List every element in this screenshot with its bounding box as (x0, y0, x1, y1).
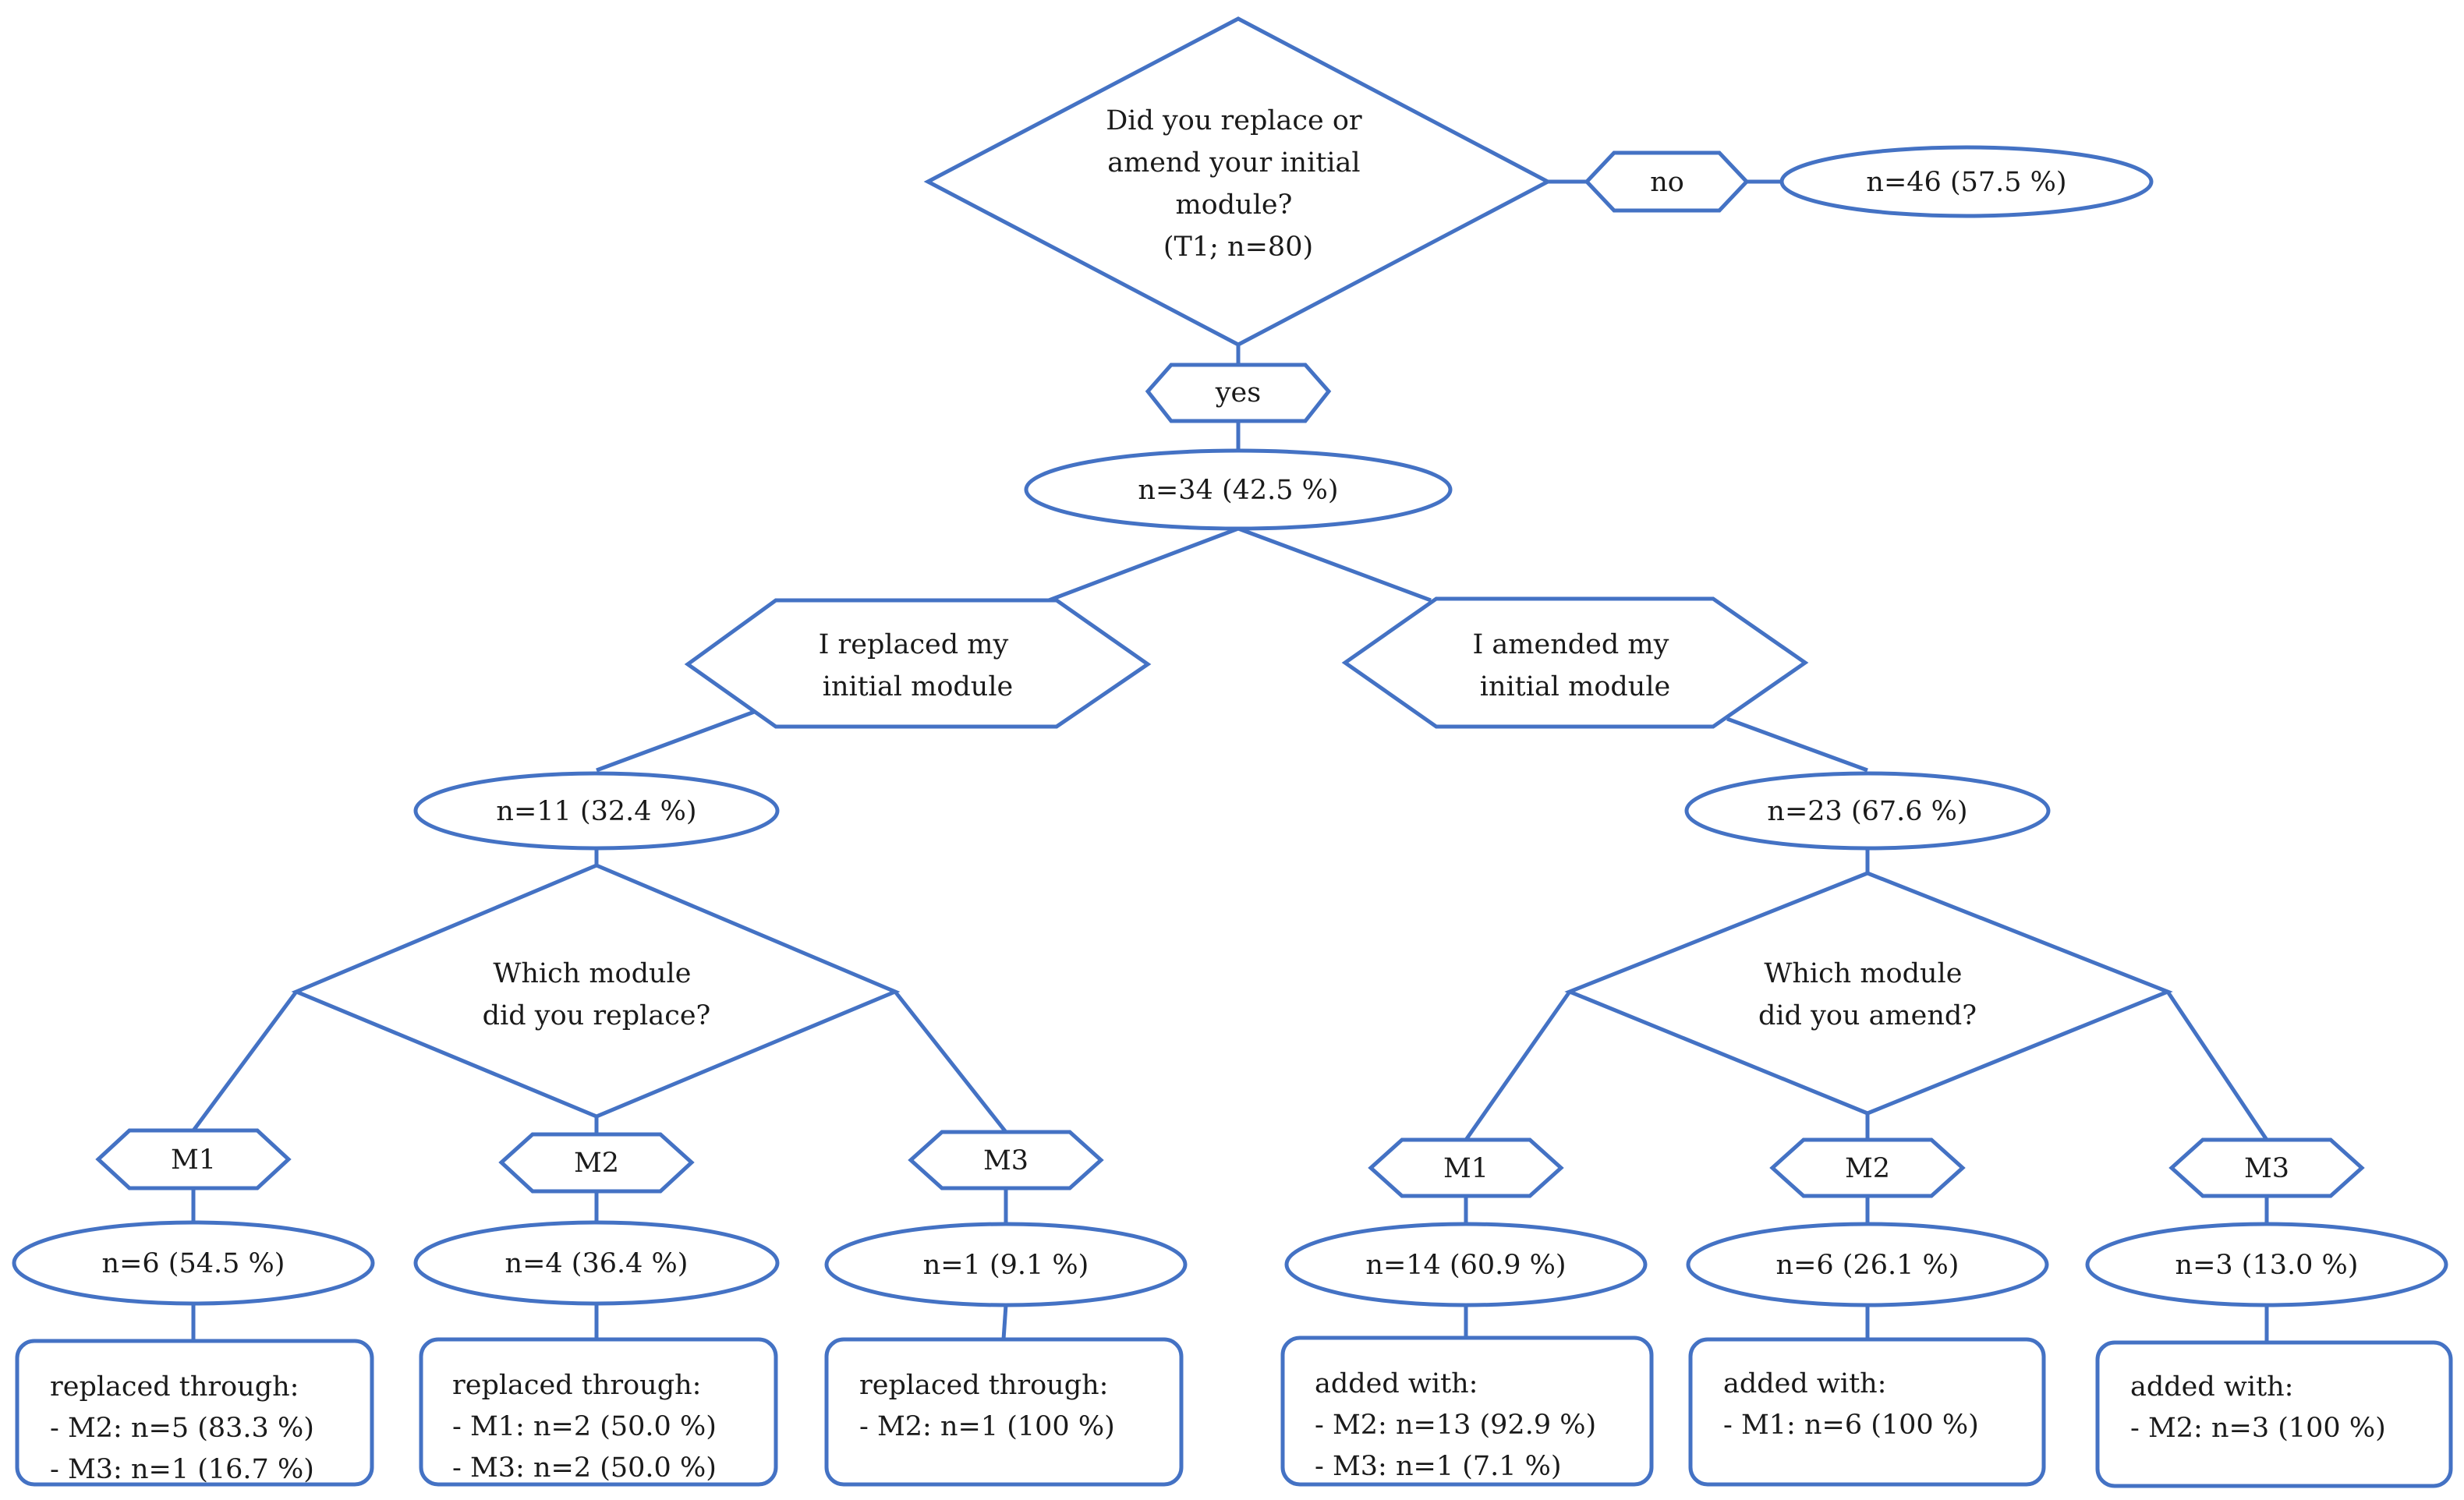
replaced-m2-detail-text: replaced through: - M1: n=2 (50.0 %) - M… (452, 1370, 725, 1484)
replaced-m2-detail-box: replaced through: - M1: n=2 (50.0 %) - M… (419, 1337, 778, 1487)
amend-question-node: Which module did you amend? (1564, 871, 2173, 1116)
replaced-m2-node: M2 (498, 1132, 695, 1194)
amend-question-text: Which module did you amend? (1758, 958, 1977, 1031)
replaced-m3-detail-line-1: replaced through: (859, 1370, 1108, 1401)
replaced-m1-count-label: n=6 (54.5 %) (102, 1248, 285, 1279)
amend-question-line-1: Which module (1764, 958, 1962, 989)
amended-branch-node: I amended my initial module (1341, 596, 1809, 729)
root-question-line-4: (T1; n=80) (1163, 232, 1313, 263)
yes-answer-node: yes (1145, 363, 1332, 423)
replaced-m1-detail-line-3: - M3: n=1 (16.7 %) (50, 1454, 314, 1485)
replaced-m3-label: M3 (983, 1145, 1028, 1176)
root-question-line-1: Did you replace or (1106, 105, 1362, 136)
replaced-m3-detail-text: replaced through: - M2: n=1 (100 %) (859, 1370, 1117, 1442)
edge-count-amended (1237, 526, 1432, 603)
replaced-m3-count-node: n=1 (9.1 %) (824, 1222, 1188, 1307)
edge-count-replaced (1048, 526, 1239, 603)
amended-m1-detail-line-1: added with: (1315, 1368, 1478, 1399)
edge-r-m3-detail (1001, 1304, 1008, 1340)
amended-m3-detail-line-1: added with: (2130, 1371, 2293, 1403)
root-question-line-2: amend your initial (1107, 147, 1360, 179)
edge-replaced-count (596, 709, 757, 773)
root-question-text: Did you replace or amend your initial mo… (1106, 105, 1371, 263)
amended-branch-line-2: initial module (1480, 671, 1671, 702)
replace-question-line-2: did you replace? (483, 1000, 711, 1031)
edge-amended-count (1726, 716, 1868, 773)
amended-m1-label: M1 (1443, 1153, 1489, 1184)
amended-m2-node: M2 (1769, 1137, 1966, 1198)
replaced-m2-detail-line-1: replaced through: (452, 1370, 701, 1401)
amended-m3-detail-text: added with: - M2: n=3 (100 %) (2130, 1371, 2386, 1444)
yes-count-label: n=34 (42.5 %) (1138, 475, 1338, 506)
replaced-m1-detail-text: replaced through: - M2: n=5 (83.3 %) - M… (50, 1371, 323, 1485)
amended-m1-count-label: n=14 (60.9 %) (1365, 1250, 1566, 1281)
amended-m1-count-node: n=14 (60.9 %) (1284, 1222, 1648, 1307)
replaced-count-label: n=11 (32.4 %) (496, 796, 696, 827)
amended-count-label: n=23 (67.6 %) (1767, 796, 1967, 827)
replaced-m1-detail-line-2: - M2: n=5 (83.3 %) (50, 1413, 314, 1444)
root-question-line-3: module? (1175, 189, 1292, 221)
connectors (191, 179, 2269, 1343)
replaced-m3-node: M3 (908, 1130, 1104, 1190)
replaced-m2-count-node: n=4 (36.4 %) (413, 1220, 780, 1306)
replace-question-text: Which module did you replace? (483, 958, 711, 1031)
no-answer-node: no (1584, 150, 1750, 213)
replaced-count-node: n=11 (32.4 %) (413, 771, 780, 851)
amended-m3-detail-box: added with: - M2: n=3 (100 %) (2095, 1340, 2453, 1488)
edge-rq-m3 (894, 990, 1007, 1134)
edge-rq-m1 (191, 990, 299, 1132)
amended-m2-count-node: n=6 (26.1 %) (1686, 1222, 2049, 1307)
replaced-m1-detail-line-1: replaced through: (50, 1371, 299, 1403)
yes-count-node: n=34 (42.5 %) (1024, 448, 1453, 531)
replaced-m2-detail-line-3: - M3: n=2 (50.0 %) (452, 1452, 717, 1484)
amended-m2-count-label: n=6 (26.1 %) (1776, 1250, 1960, 1281)
replaced-m1-node: M1 (95, 1128, 292, 1190)
amended-count-node: n=23 (67.6 %) (1684, 771, 2051, 851)
amended-m3-count-label: n=3 (13.0 %) (2175, 1250, 2359, 1281)
replaced-m2-label: M2 (574, 1148, 619, 1179)
amended-m2-detail-box: added with: - M1: n=6 (100 %) (1688, 1337, 2046, 1487)
yes-answer-label: yes (1215, 377, 1261, 409)
replaced-m3-detail-box: replaced through: - M2: n=1 (100 %) (824, 1337, 1184, 1487)
replace-question-node: Which module did you replace? (291, 863, 901, 1119)
edge-aq-m3 (2165, 990, 2269, 1141)
replaced-m1-label: M1 (171, 1144, 216, 1176)
amended-m1-detail-text: added with: - M2: n=13 (92.9 %) - M3: n=… (1315, 1368, 1605, 1482)
amend-question-line-2: did you amend? (1758, 1000, 1977, 1031)
amended-m2-detail-line-1: added with: (1723, 1368, 1886, 1399)
replaced-branch-line-2: initial module (823, 671, 1014, 702)
replaced-m2-count-label: n=4 (36.4 %) (505, 1248, 689, 1279)
amended-branch-line-1: I amended my (1472, 629, 1669, 660)
replaced-m3-detail-line-2: - M2: n=1 (100 %) (859, 1411, 1115, 1442)
amended-m1-detail-line-3: - M3: n=1 (7.1 %) (1315, 1451, 1562, 1482)
amended-m2-detail-line-2: - M1: n=6 (100 %) (1723, 1410, 1979, 1441)
no-count-label: n=46 (57.5 %) (1866, 167, 2066, 198)
no-answer-label: no (1650, 167, 1684, 198)
replaced-branch-line-1: I replaced my (819, 629, 1009, 660)
replaced-m1-count-node: n=6 (54.5 %) (12, 1220, 375, 1306)
amended-m3-label: M3 (2244, 1153, 2289, 1184)
amended-m1-node: M1 (1368, 1137, 1564, 1198)
amended-m3-count-node: n=3 (13.0 %) (2085, 1222, 2448, 1307)
replaced-m1-detail-box: replaced through: - M2: n=5 (83.3 %) - M… (15, 1339, 374, 1487)
replaced-branch-node: I replaced my initial module (684, 598, 1152, 729)
no-count-node: n=46 (57.5 %) (1779, 145, 2154, 218)
amended-m1-detail-box: added with: - M2: n=13 (92.9 %) - M3: n=… (1280, 1335, 1654, 1487)
amended-m1-detail-line-2: - M2: n=13 (92.9 %) (1315, 1410, 1596, 1441)
root-question-node: Did you replace or amend your initial mo… (923, 16, 1552, 347)
amended-m3-node: M3 (2168, 1137, 2365, 1198)
replace-question-line-1: Which module (493, 958, 691, 989)
replaced-branch-text: I replaced my initial module (819, 629, 1018, 702)
amended-branch-text: I amended my initial module (1472, 629, 1677, 702)
edge-aq-m1 (1464, 990, 1572, 1141)
amended-m2-label: M2 (1845, 1153, 1890, 1184)
amended-m3-detail-line-2: - M2: n=3 (100 %) (2130, 1413, 2386, 1444)
amended-m2-detail-text: added with: - M1: n=6 (100 %) (1723, 1368, 1979, 1441)
replaced-m3-count-label: n=1 (9.1 %) (923, 1250, 1089, 1281)
replaced-m2-detail-line-2: - M1: n=2 (50.0 %) (452, 1411, 717, 1442)
